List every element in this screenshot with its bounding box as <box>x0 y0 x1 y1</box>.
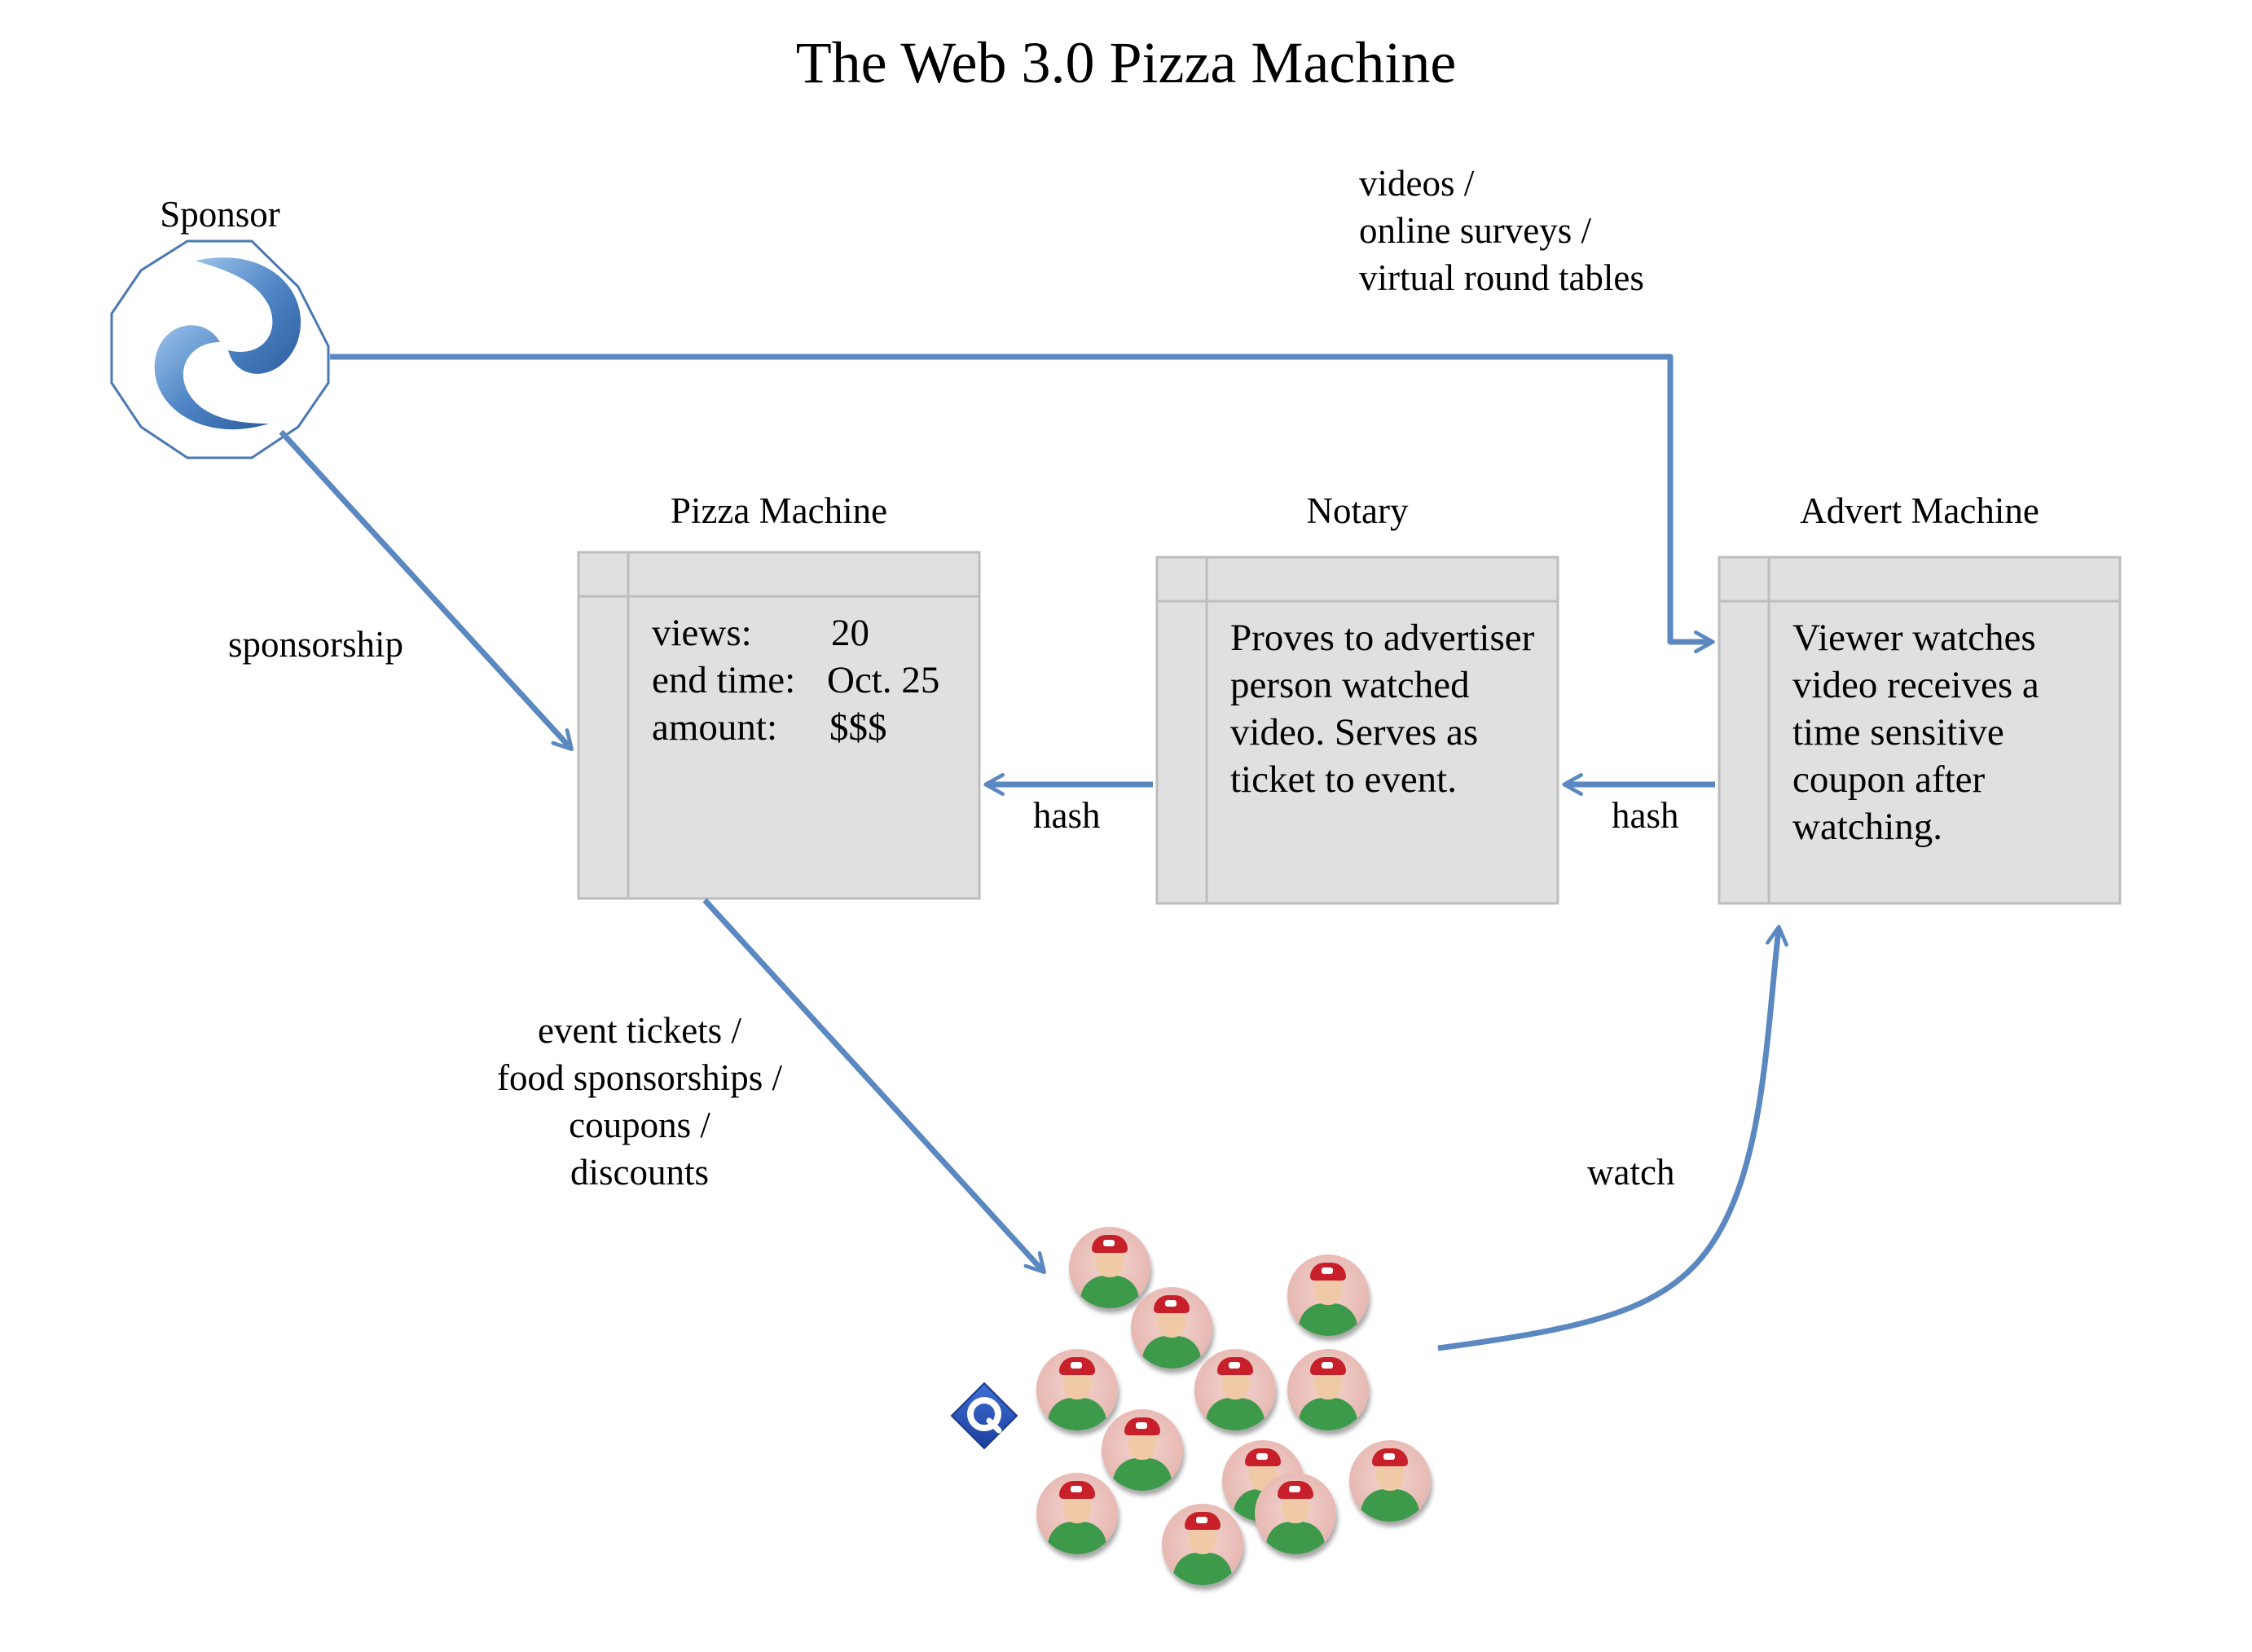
field-amount: amount: $$$ <box>652 704 970 751</box>
pizza-machine-box <box>577 551 981 900</box>
edge-label-watch: watch <box>1587 1152 1675 1193</box>
sponsor-logo <box>110 239 330 459</box>
field-key: end time: <box>652 659 796 701</box>
field-value: $$$ <box>829 706 887 749</box>
notary-label: Notary <box>1306 490 1409 531</box>
edge-label-hash-notary-pizza: hash <box>1033 795 1101 836</box>
person-avatar-icon <box>1069 1227 1150 1308</box>
edge-label-line: event tickets / <box>538 1010 741 1051</box>
edge-label-pizza-to-viewers: event tickets / food sponsorships / coup… <box>460 1007 819 1196</box>
person-avatar-icon <box>1287 1349 1369 1430</box>
advert-machine-label: Advert Machine <box>1800 490 2039 531</box>
advert-machine-description: Viewer watches video receives a time sen… <box>1792 617 2039 848</box>
edge-label-hash-advert-notary: hash <box>1612 795 1679 836</box>
edge-label-line: coupons / <box>569 1105 710 1145</box>
q-diamond-icon <box>950 1382 1018 1450</box>
person-avatar-icon <box>1255 1473 1336 1554</box>
field-end-time: end time: Oct. 25 <box>652 657 970 704</box>
edge-label-line: discounts <box>570 1152 709 1193</box>
swirl-logo-icon-lower <box>154 325 269 430</box>
person-avatar-icon <box>1194 1349 1276 1430</box>
advert-machine-box <box>1718 556 2122 905</box>
field-value: Oct. 25 <box>827 659 940 701</box>
diagram-title: The Web 3.0 Pizza Machine <box>795 30 1457 95</box>
person-avatar-icon <box>1287 1254 1369 1336</box>
person-avatar-icon <box>1102 1409 1183 1491</box>
person-avatar-icon <box>1349 1440 1431 1522</box>
edge-label-sponsor-to-advert: videos / online surveys / virtual round … <box>1359 160 1644 301</box>
edge-label-line: online surveys / <box>1359 210 1591 251</box>
edge-label-line: virtual round tables <box>1359 257 1644 298</box>
swirl-logo-icon <box>196 257 301 374</box>
field-key: views: <box>652 612 752 654</box>
arrow-sponsor-to-advert <box>330 354 1715 653</box>
person-avatar-icon <box>1131 1287 1212 1369</box>
arrow-viewers-to-advert <box>1437 925 1788 1351</box>
field-key: amount: <box>652 706 778 749</box>
edge-label-sponsorship: sponsorship <box>228 624 404 665</box>
person-avatar-icon <box>1036 1349 1118 1430</box>
notary-description: Proves to advertiser person watched vide… <box>1230 617 1535 801</box>
edge-label-line: videos / <box>1359 163 1475 204</box>
arrow-pizza-to-viewers <box>702 898 1046 1275</box>
person-avatar-icon <box>1162 1504 1243 1585</box>
edge-label-line: food sponsorships / <box>496 1057 783 1098</box>
sponsor-label: Sponsor <box>160 194 280 235</box>
pizza-machine-fields: views: 20 end time: Oct. 25 amount: $$$ <box>652 609 970 751</box>
arrow-sponsor-to-pizza <box>279 429 574 752</box>
field-views: views: 20 <box>652 609 970 657</box>
person-avatar-icon <box>1036 1473 1118 1554</box>
notary-box <box>1155 556 1559 905</box>
field-value: 20 <box>831 612 869 654</box>
pizza-machine-label: Pizza Machine <box>670 490 888 531</box>
